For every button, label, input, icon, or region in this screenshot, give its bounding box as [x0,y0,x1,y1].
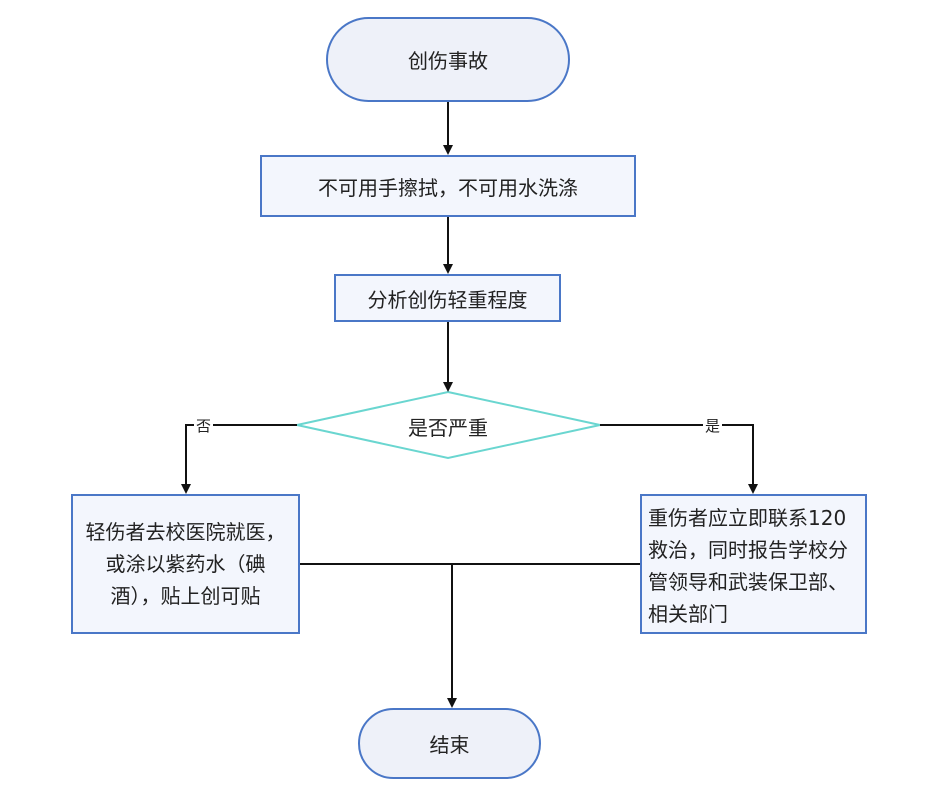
start-label: 创伤事故 [408,49,488,73]
end-node: 结束 [358,708,541,779]
yes-branch-label: 重伤者应立即联系120救治，同时报告学校分管领导和武装保卫部、相关部门 [648,506,848,626]
decision-diamond [296,390,601,460]
edge-decision-yes [600,424,758,494]
end-label: 结束 [429,733,470,757]
no-branch-node: 轻伤者去校医院就医，或涂以紫药水（碘酒），贴上创可贴 [71,494,300,634]
decision-label: 是否严重 [408,416,488,440]
yes-edge-label: 是 [703,417,723,435]
no-edge-label: 否 [194,417,214,435]
no-branch-label: 轻伤者去校医院就医，或涂以紫药水（碘酒），贴上创可贴 [85,520,286,608]
edge-decision-no [181,424,297,494]
start-node: 创伤事故 [326,17,570,102]
step1-node: 不可用手擦拭，不可用水洗涤 [260,155,636,217]
yes-branch-node: 重伤者应立即联系120救治，同时报告学校分管领导和武装保卫部、相关部门 [640,494,867,634]
step1-label: 不可用手擦拭，不可用水洗涤 [318,175,578,200]
step2-node: 分析创伤轻重程度 [334,274,561,322]
step2-label: 分析创伤轻重程度 [367,287,528,312]
